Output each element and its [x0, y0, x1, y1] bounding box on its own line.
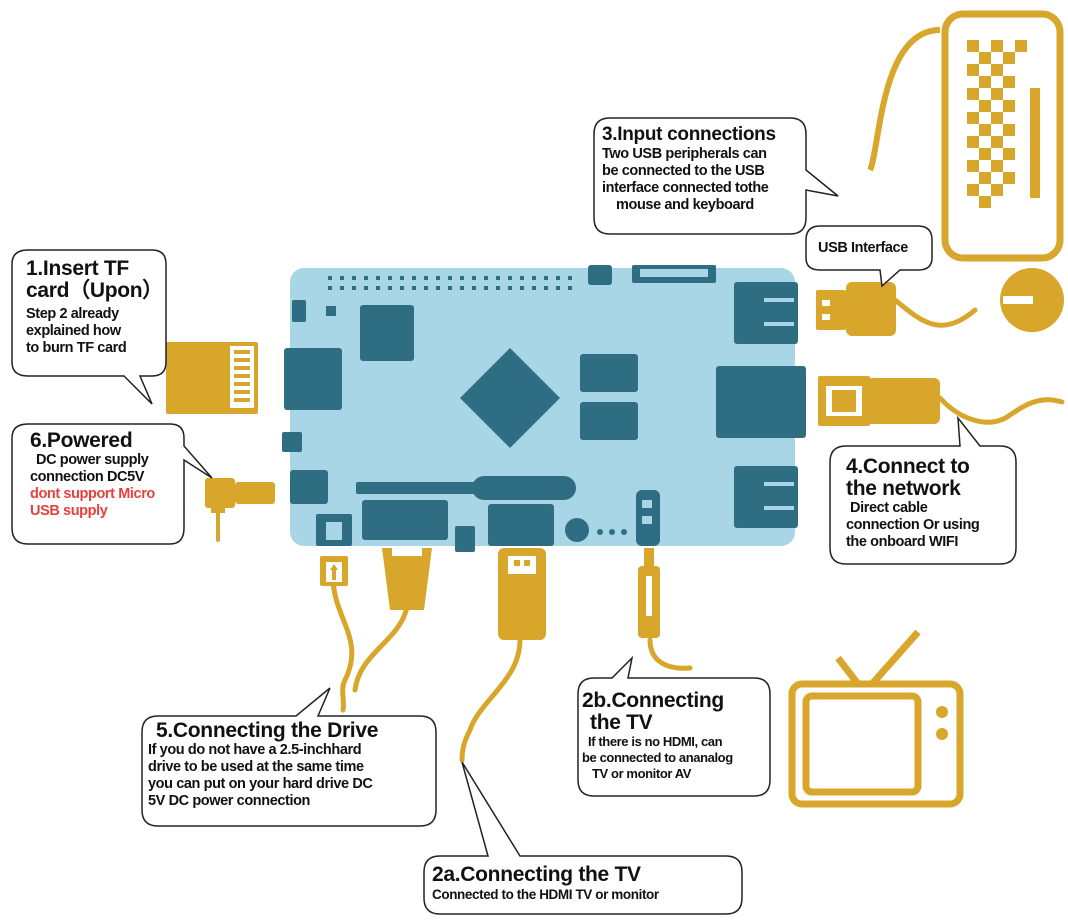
callout-insert-tf-title-2: card（Upon）	[26, 279, 164, 302]
callout-tv-analog-title-2: the TV	[590, 711, 653, 734]
callout-line: Direct cable	[850, 500, 928, 516]
callout-network-body: Direct cable connection Or using the onb…	[846, 500, 1014, 551]
callout-network-title-2: the network	[846, 477, 961, 500]
callout-input-connections: 3.Input connections Two USB peripherals …	[602, 124, 802, 214]
callout-insert-tf-title: 1.Insert TF	[26, 257, 129, 280]
speech-bubbles	[11, 117, 1017, 915]
callout-line: drive to be used at the same time	[148, 759, 364, 775]
callout-line: the onboard WIFI	[846, 534, 959, 550]
callout-line: 5V DC power connection	[148, 793, 310, 809]
callout-line: be connected to ananalog	[582, 750, 733, 765]
callout-line: mouse and keyboard	[616, 197, 754, 213]
callout-warning-line: dont support Micro	[30, 486, 155, 502]
callout-input-title: 3.Input connections	[602, 124, 776, 145]
callout-drive: 5.Connecting the Drive If you do not hav…	[148, 720, 434, 810]
callout-tv-analog-body: If there is no HDMI, can be connected to…	[582, 734, 768, 782]
callout-line: If there is no HDMI, can	[588, 734, 723, 749]
callout-warning-line: USB supply	[30, 503, 108, 519]
callout-tv-hdmi-body: Connected to the HDMI TV or monitor	[432, 887, 659, 902]
callout-line: to burn TF card	[26, 340, 127, 356]
callout-network: 4.Connect to the network Direct cable co…	[846, 456, 1014, 551]
callout-powered-title: 6.Powered	[30, 429, 133, 452]
power-plug-icon	[205, 478, 275, 513]
callout-powered-body: DC power supply connection DC5V dont sup…	[30, 452, 182, 520]
callout-line: be connected to the USB	[602, 163, 765, 179]
callout-line: interface connected tothe	[602, 180, 769, 196]
callout-insert-tf-body: Step 2 already explained how to burn TF …	[26, 306, 162, 357]
callout-tv-hdmi: 2a.Connecting the TV Connected to the HD…	[432, 864, 740, 903]
mouse-icon	[1000, 268, 1064, 332]
callout-line: DC power supply	[36, 452, 149, 468]
av-plug-icon	[638, 548, 660, 638]
callout-line: If you do not have a 2.5-inchhard	[148, 742, 362, 758]
usb-interface-label: USB Interface	[818, 240, 908, 256]
callout-usb-interface: USB Interface	[818, 240, 930, 257]
sata-power-plug-icon	[320, 556, 348, 586]
callout-drive-body: If you do not have a 2.5-inchhard drive …	[148, 742, 434, 810]
callout-tv-hdmi-title: 2a.Connecting the TV	[432, 863, 641, 886]
callout-line: TV or monitor AV	[592, 766, 692, 781]
cables	[216, 297, 1065, 763]
tv-icon	[788, 629, 964, 808]
board	[282, 265, 806, 552]
hdmi-plug-icon	[498, 548, 546, 640]
callout-line: explained how	[26, 323, 121, 339]
callout-drive-title: 5.Connecting the Drive	[156, 719, 379, 742]
tf-card-icon	[166, 342, 258, 414]
callout-input-body: Two USB peripherals can be connected to …	[602, 146, 802, 214]
keyboard-icon	[867, 10, 1064, 262]
callout-line: connection Or using	[846, 517, 980, 533]
ethernet-plug-icon	[818, 376, 940, 426]
callout-tv-analog: 2b.Connecting the TV If there is no HDMI…	[582, 690, 768, 782]
callout-powered: 6.Powered DC power supply connection DC5…	[30, 430, 182, 520]
callout-insert-tf: 1.Insert TF card（Upon） Step 2 already ex…	[26, 257, 164, 357]
usb-plug-icon	[816, 282, 896, 336]
callout-network-title: 4.Connect to	[846, 455, 970, 478]
callout-tv-analog-title: 2b.Connecting	[582, 689, 724, 712]
callout-line: you can put on your hard drive DC	[148, 776, 373, 792]
sata-data-plug-icon	[382, 548, 432, 610]
callout-line: Step 2 already	[26, 306, 119, 322]
callout-line: Two USB peripherals can	[602, 146, 767, 162]
callout-line: connection DC5V	[30, 469, 145, 485]
